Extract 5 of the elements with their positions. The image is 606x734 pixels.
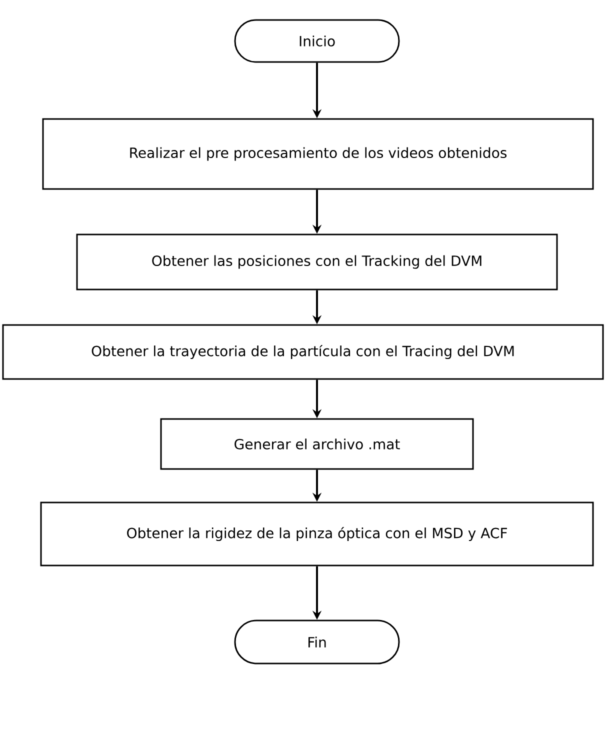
process-box: Realizar el pre procesamiento de los videos obtenidos (42, 118, 594, 190)
process-box: Obtener la trayectoria de la partícula con el Tracing del DVM (2, 324, 604, 380)
process-box: Generar el archivo .mat (160, 418, 474, 470)
process-box: Obtener las posiciones con el Tracking del DVM (76, 234, 558, 290)
process-box: Obtener la rigidez de la pinza óptica con el MSD y ACF (40, 502, 594, 566)
